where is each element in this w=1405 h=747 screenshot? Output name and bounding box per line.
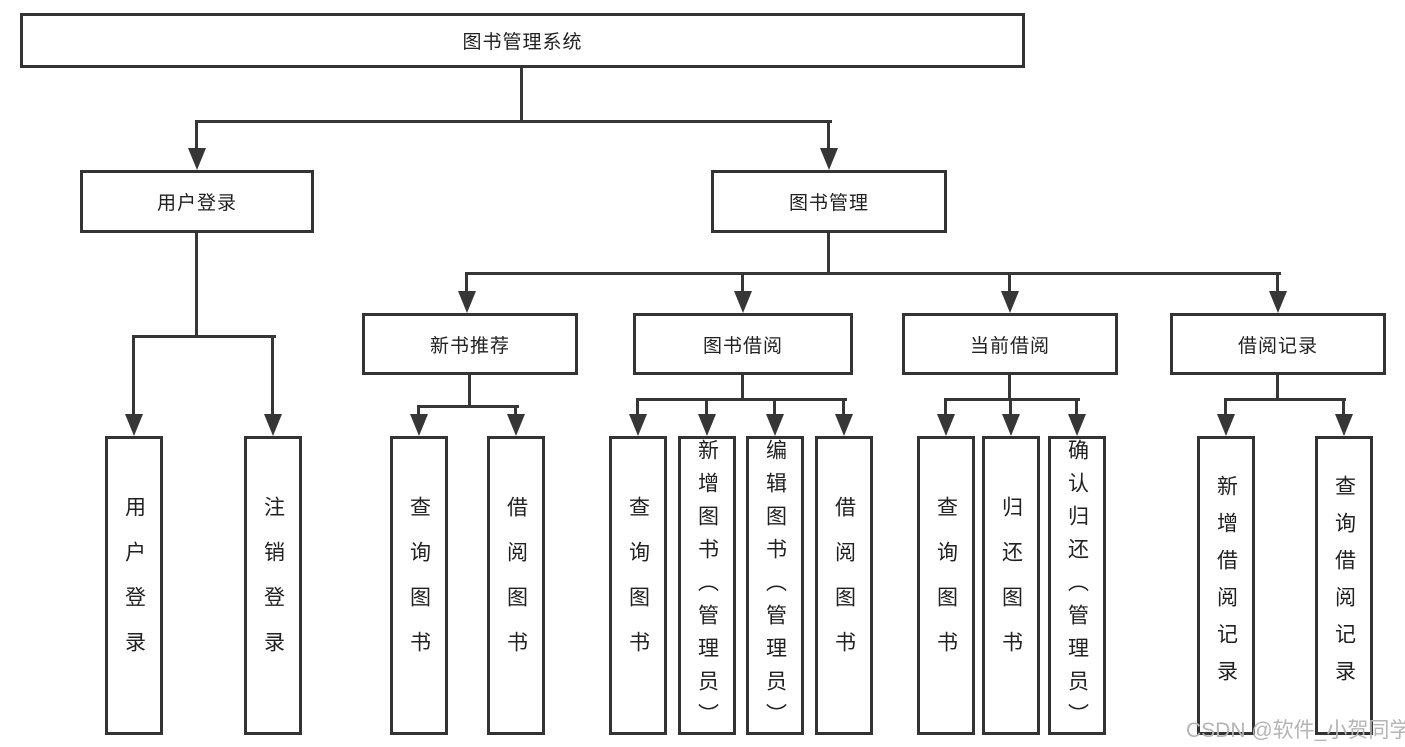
node-label: 查询借阅记录 (1332, 474, 1356, 697)
csdn-watermark: CSDN @软件_小贺同学 (1186, 719, 1405, 742)
connector-line (827, 120, 830, 148)
leaf-return-books: 归还图书 (982, 436, 1040, 735)
arrowhead-down-icon (698, 414, 716, 436)
leaf-logout: 注销登录 (244, 436, 302, 735)
node-new-book-recommend: 新书推荐 (362, 313, 578, 375)
connector-line (636, 398, 639, 414)
node-book-borrowing: 图书借阅 (633, 313, 853, 375)
node-label: 借阅记录 (1237, 335, 1318, 357)
node-label: 图书借阅 (702, 335, 783, 357)
node-label: 新增图书（管理员） (695, 439, 719, 736)
connector-line (944, 398, 1080, 401)
node-label: 图书管理 (788, 193, 869, 214)
node-label: 确认归还（管理员） (1065, 439, 1089, 736)
connector-line (636, 398, 847, 401)
connector-line (1276, 272, 1279, 291)
arrowhead-down-icon (820, 148, 838, 170)
connector-line (195, 233, 198, 335)
connector-line (773, 398, 776, 414)
leaf-add-borrow-record: 新增借阅记录 (1197, 436, 1255, 735)
connector-line (468, 375, 471, 405)
leaf-query-books-recommend: 查询图书 (390, 436, 448, 735)
arrowhead-down-icon (507, 414, 525, 436)
connector-line (1008, 375, 1011, 398)
connector-line (417, 405, 420, 414)
arrowhead-down-icon (937, 414, 955, 436)
leaf-edit-book-admin: 编辑图书（管理员） (746, 436, 804, 736)
connector-line (1342, 398, 1345, 414)
node-label: 编辑图书（管理员） (763, 439, 787, 736)
node-label: 用户登录 (122, 495, 146, 676)
node-root-system: 图书管理系统 (20, 13, 1025, 68)
node-current-borrowing: 当前借阅 (902, 313, 1118, 375)
leaf-query-books-current: 查询图书 (917, 436, 975, 735)
node-label: 图书管理系统 (462, 32, 583, 53)
leaf-query-books-borrowing: 查询图书 (609, 436, 667, 735)
arrowhead-down-icon (1068, 414, 1086, 436)
connector-line (741, 272, 744, 291)
arrowhead-down-icon (410, 414, 428, 436)
arrowhead-down-icon (264, 414, 282, 436)
connector-line (944, 398, 947, 414)
arrowhead-down-icon (835, 414, 853, 436)
arrowhead-down-icon (188, 148, 206, 170)
node-label: 查询图书 (626, 495, 650, 676)
arrowhead-down-icon (734, 291, 752, 313)
connector-line (195, 120, 198, 148)
arrowhead-down-icon (1335, 414, 1353, 436)
connector-line (196, 120, 832, 123)
arrowhead-down-icon (1217, 414, 1235, 436)
arrowhead-down-icon (1002, 414, 1020, 436)
connector-line (465, 272, 1281, 275)
node-label: 新增借阅记录 (1214, 474, 1238, 697)
connector-line (1276, 375, 1279, 398)
connector-line (132, 335, 276, 338)
connector-line (271, 335, 274, 414)
leaf-borrow-books-borrowing: 借阅图书 (815, 436, 873, 735)
connector-line (1224, 398, 1227, 414)
arrowhead-down-icon (458, 291, 476, 313)
node-label: 借阅图书 (504, 495, 528, 676)
connector-line (514, 405, 517, 414)
connector-line (842, 398, 845, 414)
connector-line (705, 398, 708, 414)
node-borrowing-records: 借阅记录 (1170, 313, 1386, 375)
arrowhead-down-icon (125, 414, 143, 436)
leaf-user-login: 用户登录 (105, 436, 163, 735)
connector-line (1075, 398, 1078, 414)
leaf-confirm-return-admin: 确认归还（管理员） (1048, 436, 1106, 736)
arrowhead-down-icon (766, 414, 784, 436)
node-label: 归还图书 (999, 495, 1023, 676)
node-label: 查询图书 (407, 495, 431, 676)
connector-line (465, 272, 468, 291)
arrowhead-down-icon (1269, 291, 1287, 313)
connector-line (741, 375, 744, 398)
arrowhead-down-icon (629, 414, 647, 436)
node-label: 用户登录 (156, 193, 237, 214)
node-book-management: 图书管理 (711, 170, 947, 233)
node-label: 注销登录 (261, 495, 285, 676)
arrowhead-down-icon (1001, 291, 1019, 313)
node-label: 新书推荐 (429, 335, 510, 357)
connector-line (417, 405, 519, 408)
node-label: 借阅图书 (832, 495, 856, 676)
leaf-add-book-admin: 新增图书（管理员） (678, 436, 736, 736)
leaf-query-borrow-record: 查询借阅记录 (1315, 436, 1373, 735)
connector-line (827, 233, 830, 272)
connector-line (1009, 398, 1012, 414)
connector-line (132, 335, 135, 414)
node-label: 查询图书 (934, 495, 958, 676)
node-label: 当前借阅 (969, 335, 1050, 357)
connector-line (1008, 272, 1011, 291)
connector-line (520, 68, 523, 120)
leaf-borrow-books-recommend: 借阅图书 (487, 436, 545, 735)
connector-line (1224, 398, 1346, 401)
node-user-login: 用户登录 (80, 170, 314, 233)
